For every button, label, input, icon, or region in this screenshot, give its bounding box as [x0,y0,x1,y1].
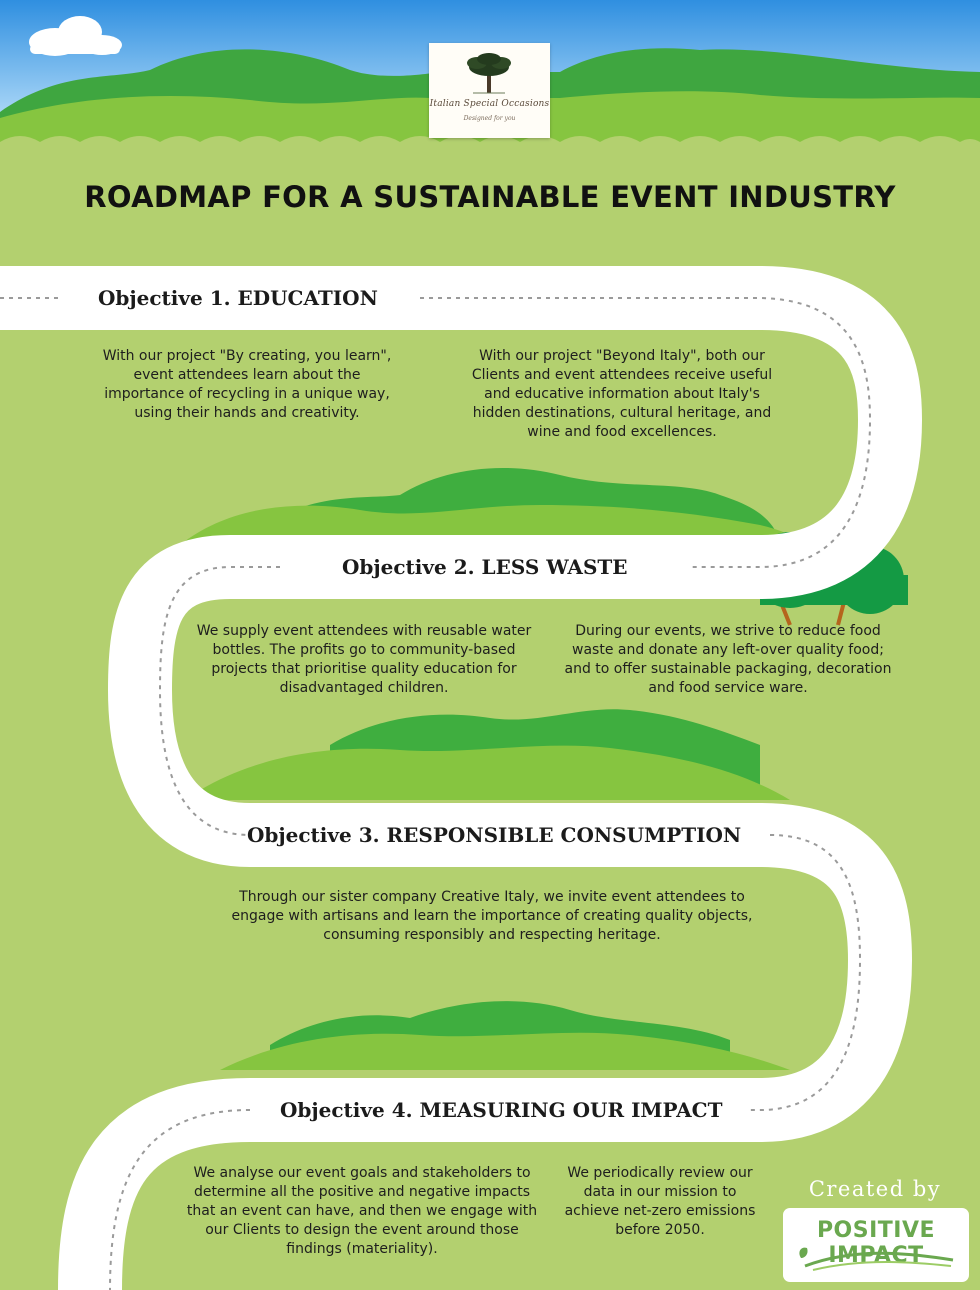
hill-2-front [200,745,790,800]
objective-3-text: Through our sister company Creative Ital… [231,889,753,943]
objective-1-text-left: With our project "By creating, you learn… [102,348,392,421]
objective-4-text-right: We periodically review our data in our m… [564,1165,756,1238]
company-logo: Italian Special Occasions Designed for y… [429,43,550,138]
objective-4-text-left: We analyse our event goals and stakehold… [186,1165,538,1257]
objective-3-heading: Objective 3. RESPONSIBLE CONSUMPTION [247,823,742,847]
created-by-label: Created by [808,1177,942,1201]
hill-3-front [220,1032,790,1070]
objective-4-heading: Objective 4. MEASURING OUR IMPACT [280,1098,723,1122]
logo-tagline: Designed for you [463,115,516,122]
cloud-icon [29,16,122,56]
objective-2-text-left: We supply event attendees with reusable … [196,623,532,696]
logo-brand-name: Italian Special Occasions [429,99,550,109]
objective-2-text-right: During our events, we strive to reduce f… [564,623,892,696]
road-dashes [0,297,872,1290]
positive-impact-logo: POSITIVE IMPACT [783,1208,969,1282]
objective-1-heading: Objective 1. EDUCATION [98,286,378,310]
pine-tree-icon [467,53,511,94]
leaf-swoosh-icon [799,1247,954,1271]
scalloped-edge [0,136,980,160]
page-title: ROADMAP FOR A SUSTAINABLE EVENT INDUSTRY [84,180,896,214]
objective-1-text-right: With our project "Beyond Italy", both ou… [471,348,773,440]
objective-2-heading: Objective 2. LESS WASTE [342,555,628,579]
